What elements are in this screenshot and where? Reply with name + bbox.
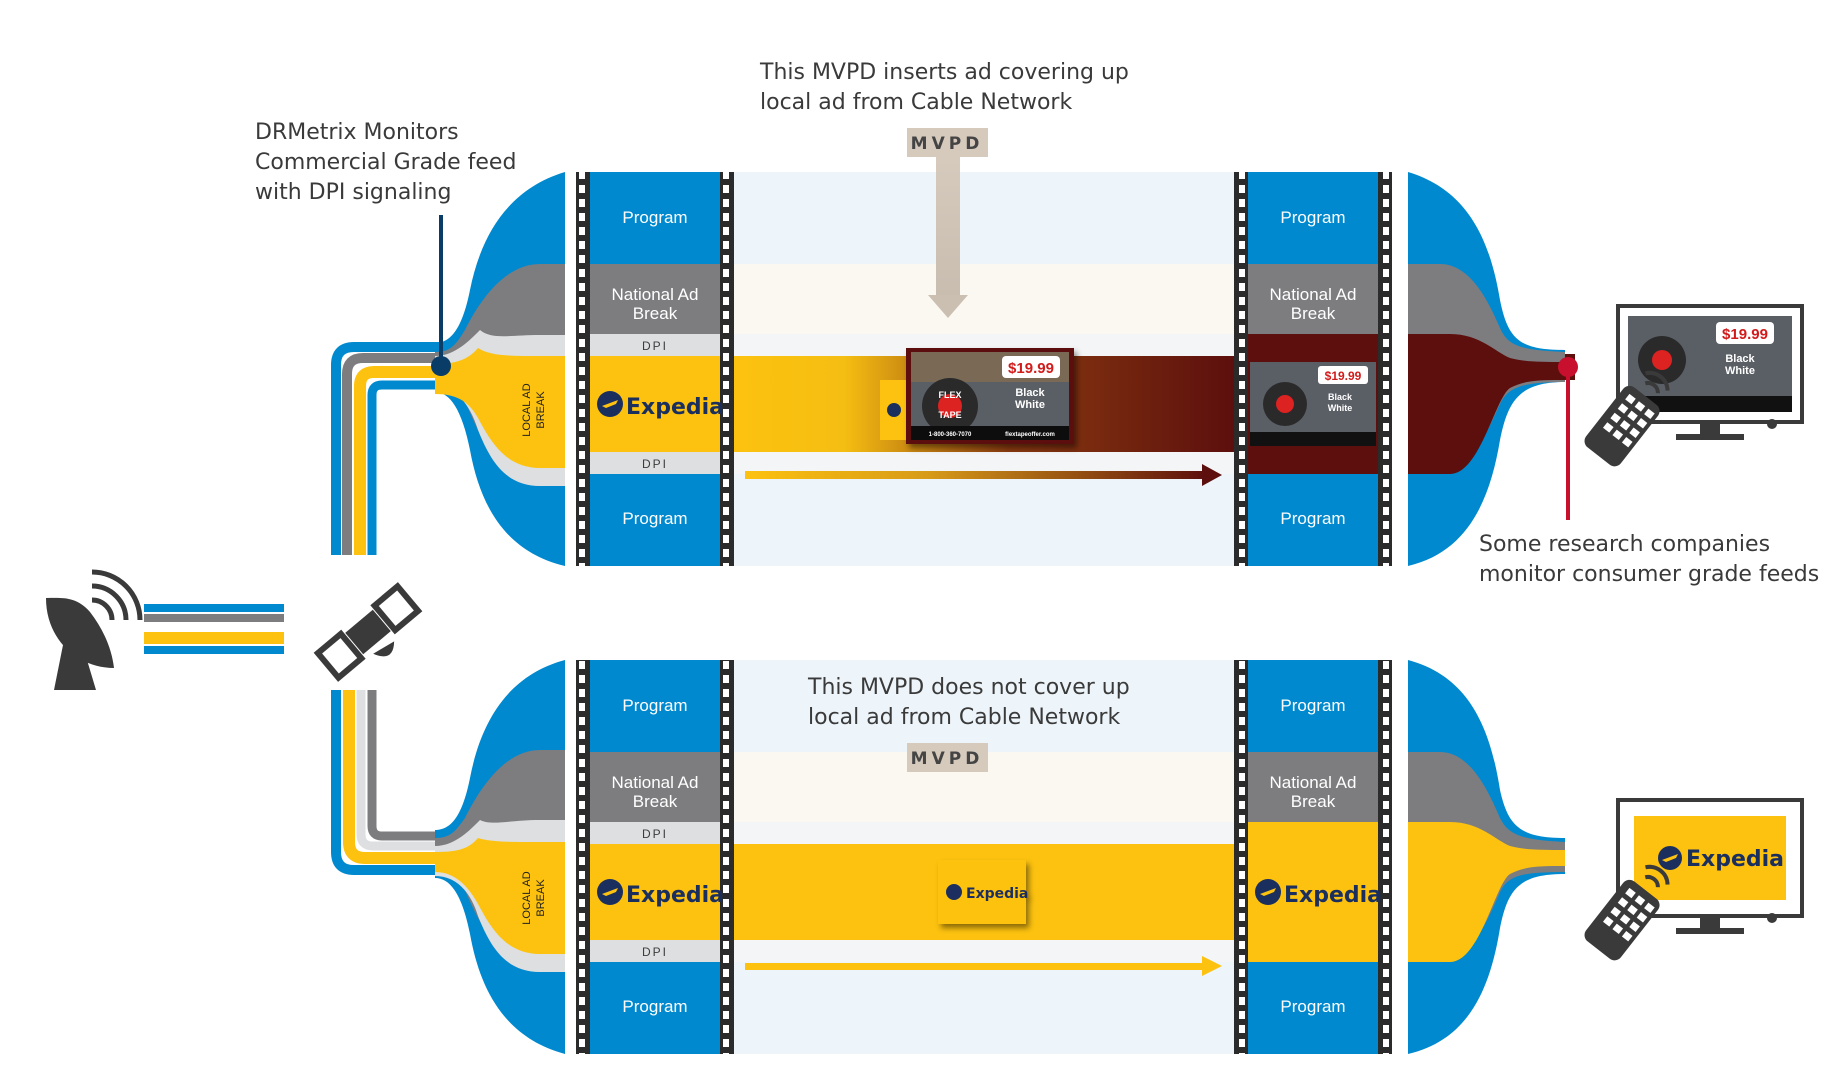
top-feed-pipes: [331, 342, 440, 555]
svg-text:FLEX: FLEX: [938, 390, 961, 400]
svg-text:Black: Black: [1328, 392, 1353, 402]
local-ad-break-label: LOCAL AD BREAK: [521, 871, 547, 924]
satellite-dish-icon: [46, 569, 143, 690]
dpi-marker: DPI: [642, 827, 668, 841]
svg-text:Black: Black: [1015, 387, 1045, 399]
svg-text:DRMetrix Monitors: DRMetrix Monitors: [255, 120, 459, 145]
svg-text:LOCAL AD: LOCAL AD: [521, 871, 533, 924]
top-flow-arrow: [745, 464, 1222, 486]
top-right-funnel: [1408, 172, 1565, 566]
program-label: Program: [622, 509, 687, 528]
national-ad-label-2: Break: [633, 792, 678, 811]
svg-text:White: White: [1328, 403, 1353, 413]
bottom-feed-pipes: [331, 690, 440, 875]
mvpd-not-cover-annotation: This MVPD does not cover up local ad fro…: [807, 675, 1130, 730]
program-label: Program: [1280, 509, 1345, 528]
svg-text:White: White: [1725, 365, 1755, 377]
passthrough-local-ad: Expedia: [938, 860, 1028, 924]
dpi-marker: DPI: [642, 945, 668, 959]
national-ad-label: National Ad: [1270, 773, 1357, 792]
program-label: Program: [622, 696, 687, 715]
mvpd-label: MVPD: [911, 749, 984, 769]
national-ad-label-2: Break: [1291, 792, 1336, 811]
program-label: Program: [622, 997, 687, 1016]
svg-text:LOCAL AD: LOCAL AD: [521, 383, 533, 436]
program-label: Program: [1280, 696, 1345, 715]
svg-text:local ad from Cable Network: local ad from Cable Network: [808, 705, 1120, 730]
svg-text:Expedia: Expedia: [626, 395, 724, 420]
svg-text:with DPI signaling: with DPI signaling: [255, 180, 451, 205]
bottom-right-funnel: [1408, 660, 1565, 1054]
expedia-logo: Expedia: [597, 391, 724, 420]
svg-text:White: White: [1015, 399, 1045, 411]
bottom-left-funnel: [435, 660, 565, 1054]
svg-text:Expedia: Expedia: [626, 883, 724, 908]
national-ad-label: National Ad: [612, 285, 699, 304]
svg-text:Black: Black: [1725, 353, 1755, 365]
mvpd-box-bottom: MVPD: [907, 743, 988, 772]
top-right-film-frame: $19.99 Black White Program National Ad B…: [1234, 172, 1392, 566]
mvpd-label: MVPD: [911, 134, 984, 154]
program-label: Program: [622, 208, 687, 227]
svg-text:monitor consumer grade feeds: monitor consumer grade feeds: [1479, 562, 1819, 587]
mvpd-inserts-annotation: This MVPD inserts ad covering up local a…: [759, 60, 1129, 115]
local-ad-break-label: LOCAL AD BREAK: [521, 383, 547, 436]
svg-text:BREAK: BREAK: [535, 879, 547, 917]
svg-text:Expedia: Expedia: [966, 886, 1028, 902]
svg-text:1-800-360-7070: 1-800-360-7070: [929, 432, 972, 438]
svg-text:BREAK: BREAK: [535, 391, 547, 429]
expedia-logo: Expedia: [1255, 879, 1382, 908]
dpi-marker: DPI: [642, 339, 668, 353]
svg-text:Commercial Grade feed: Commercial Grade feed: [255, 150, 516, 175]
television-icon: $19.99 Black White: [1616, 304, 1804, 440]
svg-text:flextapeoffer.com: flextapeoffer.com: [1005, 432, 1055, 438]
remote-control-icon: [1584, 864, 1670, 961]
national-ad-label-2: Break: [633, 304, 678, 323]
svg-text:Expedia: Expedia: [1686, 847, 1784, 872]
national-ad-label-2: Break: [1291, 304, 1336, 323]
dpi-marker: DPI: [642, 457, 668, 471]
svg-text:local ad from Cable Network: local ad from Cable Network: [760, 90, 1072, 115]
remote-control-icon: [1584, 370, 1670, 467]
svg-text:$19.99: $19.99: [1325, 369, 1362, 383]
top-middle-channel: [734, 172, 1234, 566]
top-left-film-frame: Program National Ad Break DPI Expedia DP…: [576, 172, 734, 566]
program-label: Program: [1280, 208, 1345, 227]
drmetrix-monitor-probe: [431, 215, 451, 376]
top-left-funnel: [435, 172, 565, 566]
satellite-icon: [313, 582, 423, 682]
svg-text:This MVPD does not cover up: This MVPD does not cover up: [807, 675, 1130, 700]
mvpd-insert-arrow: MVPD: [907, 128, 988, 318]
svg-text:$19.99: $19.99: [1008, 360, 1054, 377]
svg-text:TAPE: TAPE: [938, 410, 961, 420]
svg-text:Expedia: Expedia: [1284, 883, 1382, 908]
svg-text:Some research companies: Some research companies: [1479, 532, 1770, 557]
bottom-right-film-frame: Program National Ad Break Expedia Progra…: [1234, 660, 1392, 1054]
consumer-feed-probe: [1558, 354, 1578, 520]
bottom-flow-arrow: [745, 956, 1222, 976]
expedia-logo: Expedia: [597, 879, 724, 908]
program-label: Program: [1280, 997, 1345, 1016]
uplink-signal-lines: [144, 604, 284, 654]
drmetrix-annotation: DRMetrix Monitors Commercial Grade feed …: [255, 120, 516, 205]
svg-text:$19.99: $19.99: [1722, 326, 1768, 343]
inserted-ad-flex-tape: FLEX TAPE $19.99 Black White 1-800-360-7…: [906, 348, 1074, 444]
national-ad-label: National Ad: [1270, 285, 1357, 304]
bottom-left-film-frame: Program National Ad Break DPI Expedia DP…: [576, 660, 734, 1054]
national-ad-label: National Ad: [612, 773, 699, 792]
replaced-local-ad-thumbnail: [880, 380, 910, 440]
research-annotation: Some research companies monitor consumer…: [1479, 532, 1819, 587]
svg-text:This MVPD inserts ad covering: This MVPD inserts ad covering up: [759, 60, 1129, 85]
